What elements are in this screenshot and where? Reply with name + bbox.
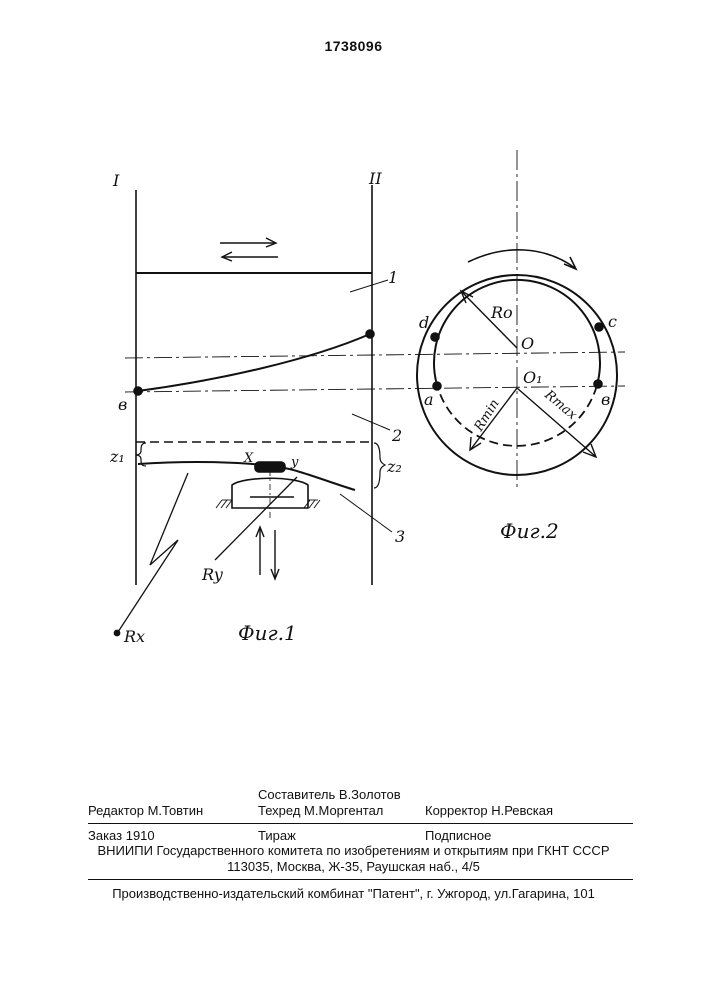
- order-number: Заказ 1910: [88, 828, 155, 843]
- footer-divider-2: [88, 879, 633, 880]
- label-Ry: Ry: [201, 565, 224, 584]
- label-Rmax: Rmax: [541, 387, 580, 423]
- leader-1: [350, 280, 388, 292]
- org-line: ВНИИПИ Государственного комитета по изоб…: [0, 843, 707, 858]
- editor-credit: Редактор М.Товтин: [88, 803, 203, 818]
- label-Rx: Rx: [123, 627, 145, 646]
- compiler-credit: Составитель В.Золотов: [258, 787, 401, 802]
- label-O1: O₁: [523, 368, 543, 387]
- label-point-d: d: [419, 313, 429, 332]
- label-part-2: 2: [391, 426, 402, 445]
- label-line-I: I: [112, 171, 120, 190]
- label-point-b-fig2: в: [601, 390, 610, 409]
- label-z1: z₁: [109, 447, 125, 466]
- figure-1: [114, 185, 625, 636]
- corrector-credit: Корректор Н.Ревская: [425, 803, 553, 818]
- label-O: O: [521, 334, 534, 353]
- part-interface-curve: [138, 334, 370, 391]
- point-b-marker: [134, 387, 142, 395]
- point-a-marker: [433, 382, 441, 390]
- label-x: X: [243, 451, 254, 466]
- part-2-bottom-edge: [138, 462, 355, 490]
- label-part-3: 3: [395, 527, 405, 546]
- point-d-marker: [431, 333, 439, 341]
- techred-credit: Техред М.Моргентал: [258, 803, 383, 818]
- caption-fig-2: Фиг.2: [500, 519, 559, 543]
- brace-z2: [374, 443, 385, 488]
- footer-divider-1: [88, 823, 633, 824]
- label-line-II: II: [368, 169, 382, 188]
- rotation-arrow: [468, 250, 575, 268]
- label-Ro: Ro: [490, 303, 513, 322]
- label-y: y: [290, 455, 299, 470]
- point-b-fig2-marker: [594, 380, 602, 388]
- point-Rx-marker: [114, 630, 119, 635]
- brace-z1: [136, 443, 146, 466]
- publisher-line: Производственно-издательский комбинат "П…: [0, 886, 707, 901]
- figure-2: [417, 150, 617, 490]
- axis-upper: [125, 352, 625, 358]
- circulation-label: Тираж: [258, 828, 296, 843]
- subscription-label: Подписное: [425, 828, 491, 843]
- point-c-marker: [595, 323, 603, 331]
- leader-2: [352, 414, 390, 430]
- label-point-a: a: [424, 390, 434, 409]
- patent-drawing: I II 1 2 3 в z₁ z₂ X y Ry Rx Фиг.1 Ro O …: [0, 0, 707, 700]
- label-z2: z₂: [386, 457, 402, 476]
- label-point-b: в: [118, 395, 127, 414]
- force-Ry-line: [215, 477, 297, 560]
- label-part-1: 1: [388, 268, 398, 287]
- caption-fig-1: Фиг.1: [238, 621, 297, 645]
- force-Rx-line: [118, 473, 188, 632]
- leader-3: [340, 494, 392, 532]
- label-Rmin: Rmin: [471, 397, 503, 435]
- point-right-marker: [366, 330, 374, 338]
- address-line: 113035, Москва, Ж-35, Раушская наб., 4/5: [0, 859, 707, 874]
- label-point-c: c: [608, 312, 617, 331]
